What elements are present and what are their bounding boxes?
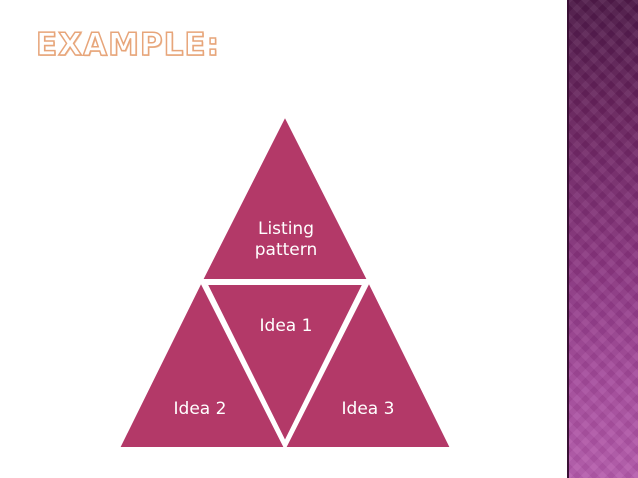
slide-title: EXAMPLE: <box>35 27 220 63</box>
bottom-left-triangle <box>118 281 286 449</box>
bottom-left-triangle-label: Idea 2 <box>173 399 227 419</box>
center-inverted-triangle <box>203 281 367 446</box>
top-label-line1: Listing <box>257 219 314 239</box>
decorative-side-band <box>567 0 638 478</box>
bottom-right-triangle <box>284 281 452 449</box>
top-label-line2: pattern <box>254 240 318 260</box>
center-triangle-label: Idea 1 <box>259 316 313 336</box>
side-band-edge <box>567 0 569 478</box>
bottom-right-triangle-label: Idea 3 <box>341 399 395 419</box>
side-band-pattern <box>567 0 638 478</box>
top-triangle <box>201 115 369 281</box>
top-triangle-label: Listing pattern <box>236 219 336 261</box>
